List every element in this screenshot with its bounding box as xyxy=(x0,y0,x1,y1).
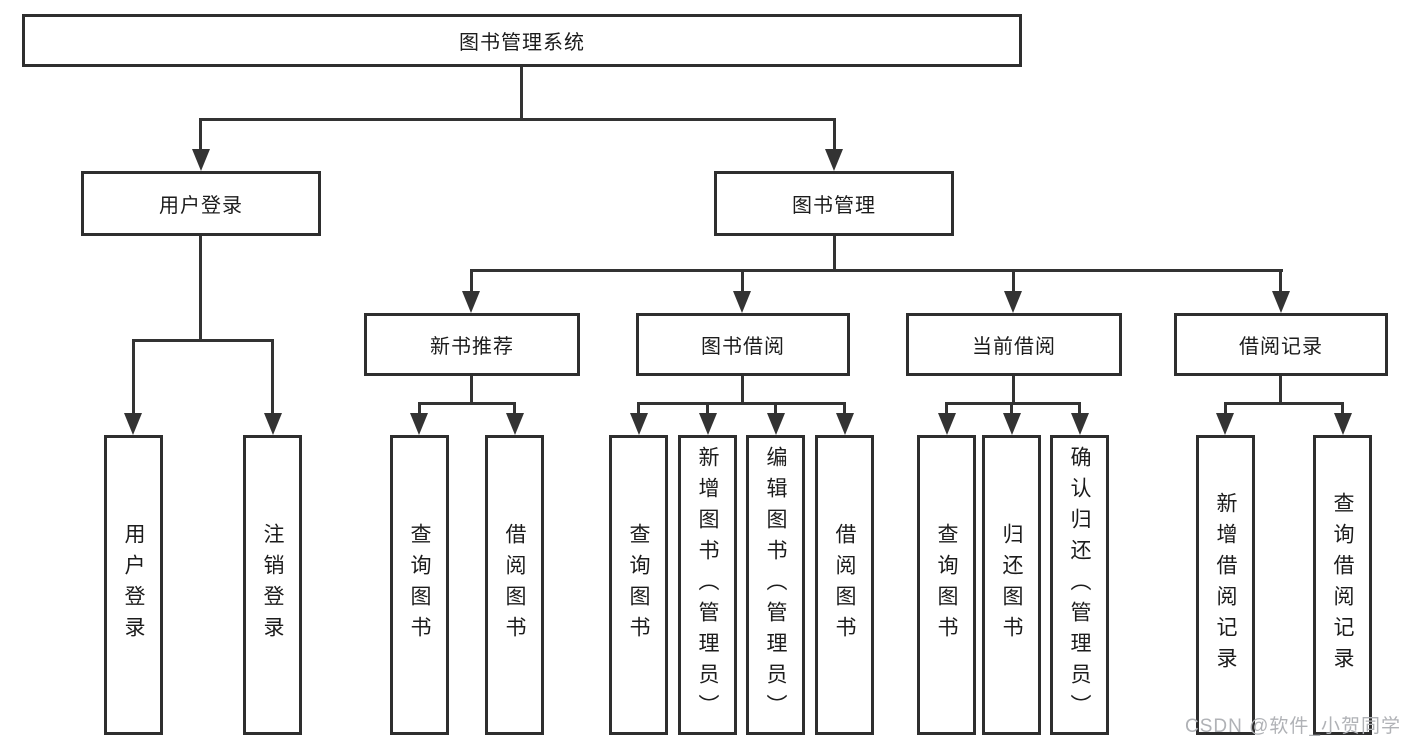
arrow-down-icon xyxy=(410,413,428,435)
connector-line xyxy=(1279,376,1282,405)
connector-line xyxy=(199,236,202,342)
connector-line xyxy=(520,67,523,120)
connector-line xyxy=(418,402,516,405)
leaf-nbr-query-books-label: 查询图书 xyxy=(408,523,431,647)
connector-line xyxy=(833,118,836,150)
leaf-bb-borrow-books-label: 借阅图书 xyxy=(833,523,856,647)
new-book-rec-box: 新书推荐 xyxy=(364,313,580,376)
leaf-user-login-label: 用户登录 xyxy=(122,523,145,647)
connector-line xyxy=(418,402,421,415)
arrow-down-icon xyxy=(1004,291,1022,313)
book-mgmt-box: 图书管理 xyxy=(714,171,954,236)
arrow-down-icon xyxy=(733,291,751,313)
arrow-down-icon xyxy=(836,413,854,435)
connector-line xyxy=(513,402,516,415)
connector-line xyxy=(945,402,948,415)
leaf-logout-label: 注销登录 xyxy=(261,523,284,647)
connector-line xyxy=(833,236,836,272)
connector-line xyxy=(1224,402,1344,405)
connector-line xyxy=(637,402,640,415)
leaf-nbr-query-books-box: 查询图书 xyxy=(390,435,449,735)
connector-line xyxy=(1279,269,1282,293)
leaf-br-add-record-label: 新增借阅记录 xyxy=(1214,492,1237,678)
borrow-records-label: 借阅记录 xyxy=(1239,336,1323,358)
watermark-text: CSDN @软件_小贺同学 xyxy=(1185,716,1401,737)
leaf-nbr-borrow-books-box: 借阅图书 xyxy=(485,435,544,735)
connector-line xyxy=(132,339,135,415)
leaf-cb-query-books-box: 查询图书 xyxy=(917,435,976,735)
leaf-cb-query-books-label: 查询图书 xyxy=(935,523,958,647)
arrow-down-icon xyxy=(938,413,956,435)
leaf-cb-confirm-return-label: 确认归还（管理员） xyxy=(1068,445,1091,725)
connector-line xyxy=(132,339,274,342)
arrow-down-icon xyxy=(462,291,480,313)
connector-line xyxy=(200,118,836,121)
leaf-bb-borrow-books-box: 借阅图书 xyxy=(815,435,874,735)
root-box: 图书管理系统 xyxy=(22,14,1022,67)
connector-line xyxy=(741,269,744,293)
leaf-user-login-box: 用户登录 xyxy=(104,435,163,735)
leaf-cb-confirm-return-box: 确认归还（管理员） xyxy=(1050,435,1109,735)
leaf-nbr-borrow-books-label: 借阅图书 xyxy=(503,523,526,647)
connector-line xyxy=(1078,402,1081,415)
connector-line xyxy=(774,402,777,415)
connector-line xyxy=(945,402,1081,405)
arrow-down-icon xyxy=(767,413,785,435)
connector-line xyxy=(470,376,473,405)
arrow-down-icon xyxy=(124,413,142,435)
arrow-down-icon xyxy=(1334,413,1352,435)
connector-line xyxy=(1012,376,1015,405)
leaf-br-query-record-box: 查询借阅记录 xyxy=(1313,435,1372,735)
connector-line xyxy=(1010,402,1013,415)
arrow-down-icon xyxy=(1216,413,1234,435)
connector-line xyxy=(1012,269,1015,293)
leaf-bb-query-books-label: 查询图书 xyxy=(627,523,650,647)
user-login-box: 用户登录 xyxy=(81,171,321,236)
book-mgmt-label: 图书管理 xyxy=(792,195,876,217)
leaf-cb-return-books-label: 归还图书 xyxy=(1000,523,1023,647)
arrow-down-icon xyxy=(630,413,648,435)
connector-line xyxy=(637,402,846,405)
connector-line xyxy=(1341,402,1344,415)
current-borrow-label: 当前借阅 xyxy=(972,336,1056,358)
borrow-records-box: 借阅记录 xyxy=(1174,313,1388,376)
connector-line xyxy=(843,402,846,415)
arrow-down-icon xyxy=(1003,413,1021,435)
current-borrow-box: 当前借阅 xyxy=(906,313,1122,376)
arrow-down-icon xyxy=(699,413,717,435)
leaf-br-query-record-label: 查询借阅记录 xyxy=(1331,492,1354,678)
arrow-down-icon xyxy=(1272,291,1290,313)
connector-line xyxy=(470,269,473,293)
book-borrow-label: 图书借阅 xyxy=(701,336,785,358)
connector-line xyxy=(1224,402,1227,415)
root-label: 图书管理系统 xyxy=(459,32,585,54)
leaf-cb-return-books-box: 归还图书 xyxy=(982,435,1041,735)
user-login-label: 用户登录 xyxy=(159,195,243,217)
new-book-rec-label: 新书推荐 xyxy=(430,336,514,358)
leaf-bb-add-books-label: 新增图书（管理员） xyxy=(696,445,719,725)
leaf-bb-edit-books-box: 编辑图书（管理员） xyxy=(746,435,805,735)
arrow-down-icon xyxy=(825,149,843,171)
leaf-logout-box: 注销登录 xyxy=(243,435,302,735)
connector-line xyxy=(741,376,744,405)
connector-line xyxy=(199,118,202,150)
connector-line xyxy=(706,402,709,415)
leaf-br-add-record-box: 新增借阅记录 xyxy=(1196,435,1255,735)
leaf-bb-edit-books-label: 编辑图书（管理员） xyxy=(764,445,787,725)
book-borrow-box: 图书借阅 xyxy=(636,313,850,376)
arrow-down-icon xyxy=(264,413,282,435)
arrow-down-icon xyxy=(192,149,210,171)
leaf-bb-query-books-box: 查询图书 xyxy=(609,435,668,735)
connector-line xyxy=(271,339,274,415)
arrow-down-icon xyxy=(506,413,524,435)
arrow-down-icon xyxy=(1071,413,1089,435)
leaf-bb-add-books-box: 新增图书（管理员） xyxy=(678,435,737,735)
connector-line xyxy=(470,269,1283,272)
